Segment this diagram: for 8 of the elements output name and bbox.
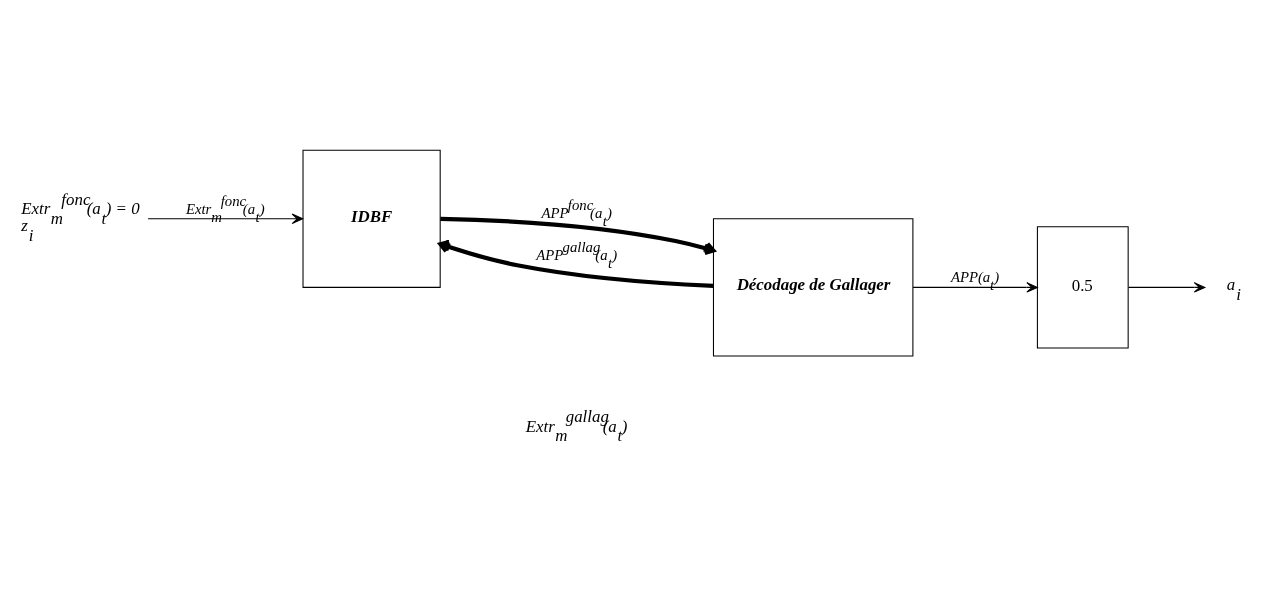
arrow xyxy=(147,213,304,225)
node-box: 0.5 xyxy=(1036,226,1129,349)
arrow xyxy=(1127,282,1206,293)
arrow xyxy=(912,282,1038,293)
arrow xyxy=(440,216,716,256)
node-box: IDBF xyxy=(302,149,441,288)
node-box: Décodage de Gallager xyxy=(712,218,914,357)
arrow xyxy=(438,239,714,288)
